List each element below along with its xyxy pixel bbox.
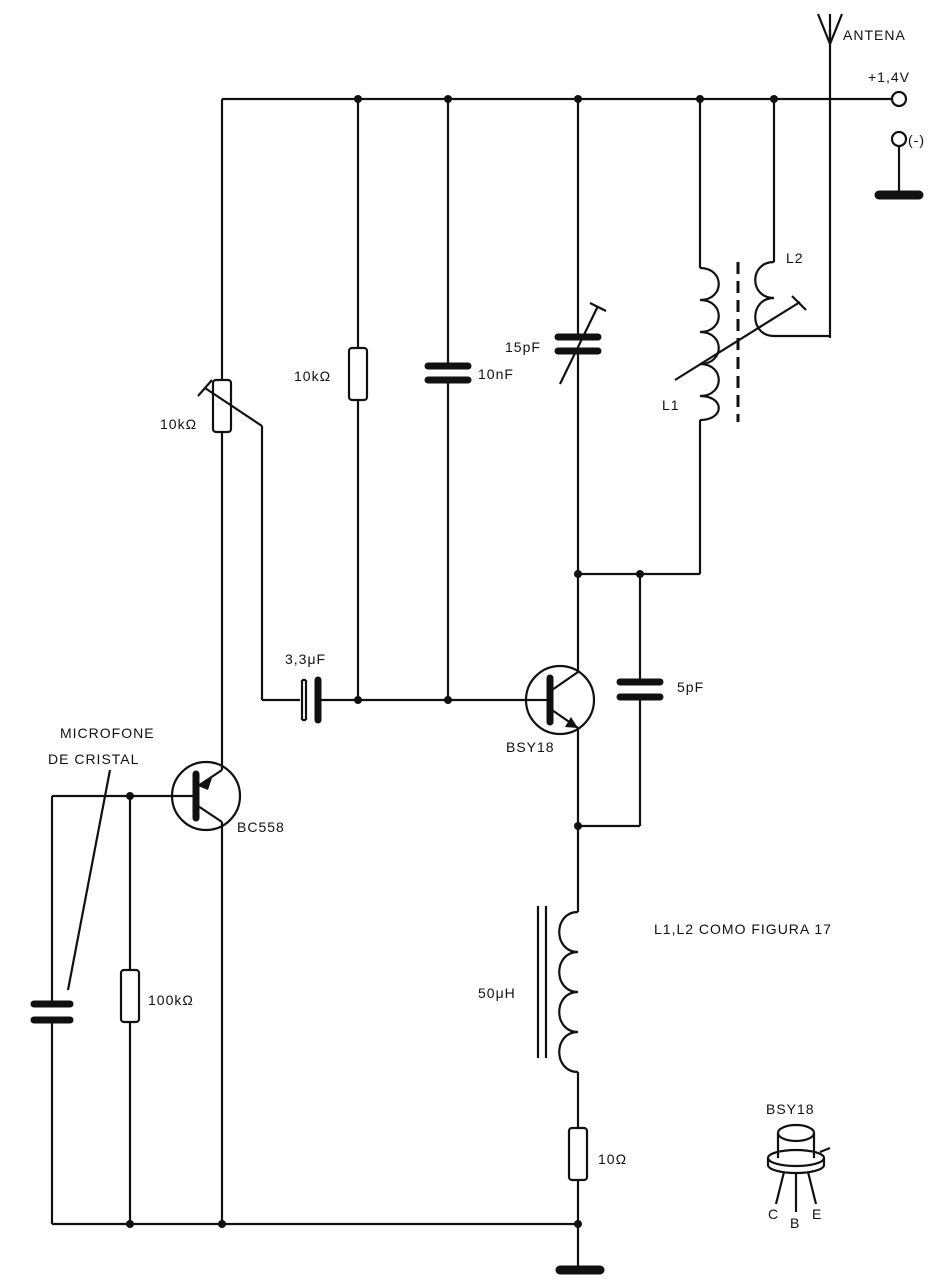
pin-b-label: B — [790, 1215, 800, 1231]
trimmer-capacitor-15pf-label: 15pF — [505, 339, 541, 355]
transistor-bc558 — [130, 760, 242, 832]
negative-terminal — [874, 130, 924, 200]
capacitor-3-3uf — [300, 676, 322, 724]
microphone-pointer — [66, 769, 112, 991]
capacitor-10nf-label: 10nF — [478, 366, 514, 382]
resistor-100k-label: 100kΩ — [148, 992, 194, 1008]
trimmer-capacitor-15pf — [554, 302, 607, 385]
inductor-50uh — [536, 906, 579, 1074]
resistor-10k-label: 10kΩ — [294, 368, 331, 384]
coil-note: L1,L2 COMO FIGURA 17 — [654, 921, 832, 937]
crystal-microphone — [30, 1000, 74, 1024]
transistor-bsy18-label: BSY18 — [506, 739, 555, 755]
capacitor-3-3uf-label: 3,3μF — [285, 651, 326, 667]
coil-l2-label: L2 — [786, 250, 804, 266]
transistor-bc558-label: BC558 — [237, 819, 285, 835]
package-title: BSY18 — [766, 1101, 815, 1117]
trimmer-resistor — [197, 378, 263, 434]
transistor-package-icon — [766, 1123, 831, 1212]
pin-c-label: C — [768, 1206, 779, 1222]
antenna-label: ANTENA — [843, 27, 906, 43]
capacitor-5pf — [616, 678, 664, 701]
capacitor-10nf — [424, 362, 472, 384]
microphone-label-line2: DE CRISTAL — [48, 751, 139, 767]
coil-l1-label: L1 — [662, 397, 680, 413]
variable-arrow — [674, 301, 801, 381]
negative-label: (-) — [908, 132, 925, 148]
capacitor-5pf-label: 5pF — [677, 679, 704, 695]
coil-l1 — [699, 266, 720, 422]
antenna-symbol — [816, 13, 844, 338]
trimmer-resistor-label: 10kΩ — [160, 416, 197, 432]
inductor-50uh-label: 50μH — [478, 985, 516, 1001]
supply-terminal — [890, 90, 908, 108]
pin-e-label: E — [812, 1206, 822, 1222]
junction-dots — [126, 95, 778, 1228]
transistor-bsy18 — [524, 664, 596, 736]
resistor-10ohm — [567, 1126, 589, 1182]
supply-label: +1,4V — [868, 69, 910, 85]
resistor-10ohm-label: 10Ω — [598, 1151, 627, 1167]
microphone-label-line1: MICROFONE — [60, 725, 155, 741]
resistor-100k — [119, 968, 141, 1024]
resistor-10k — [347, 346, 369, 402]
